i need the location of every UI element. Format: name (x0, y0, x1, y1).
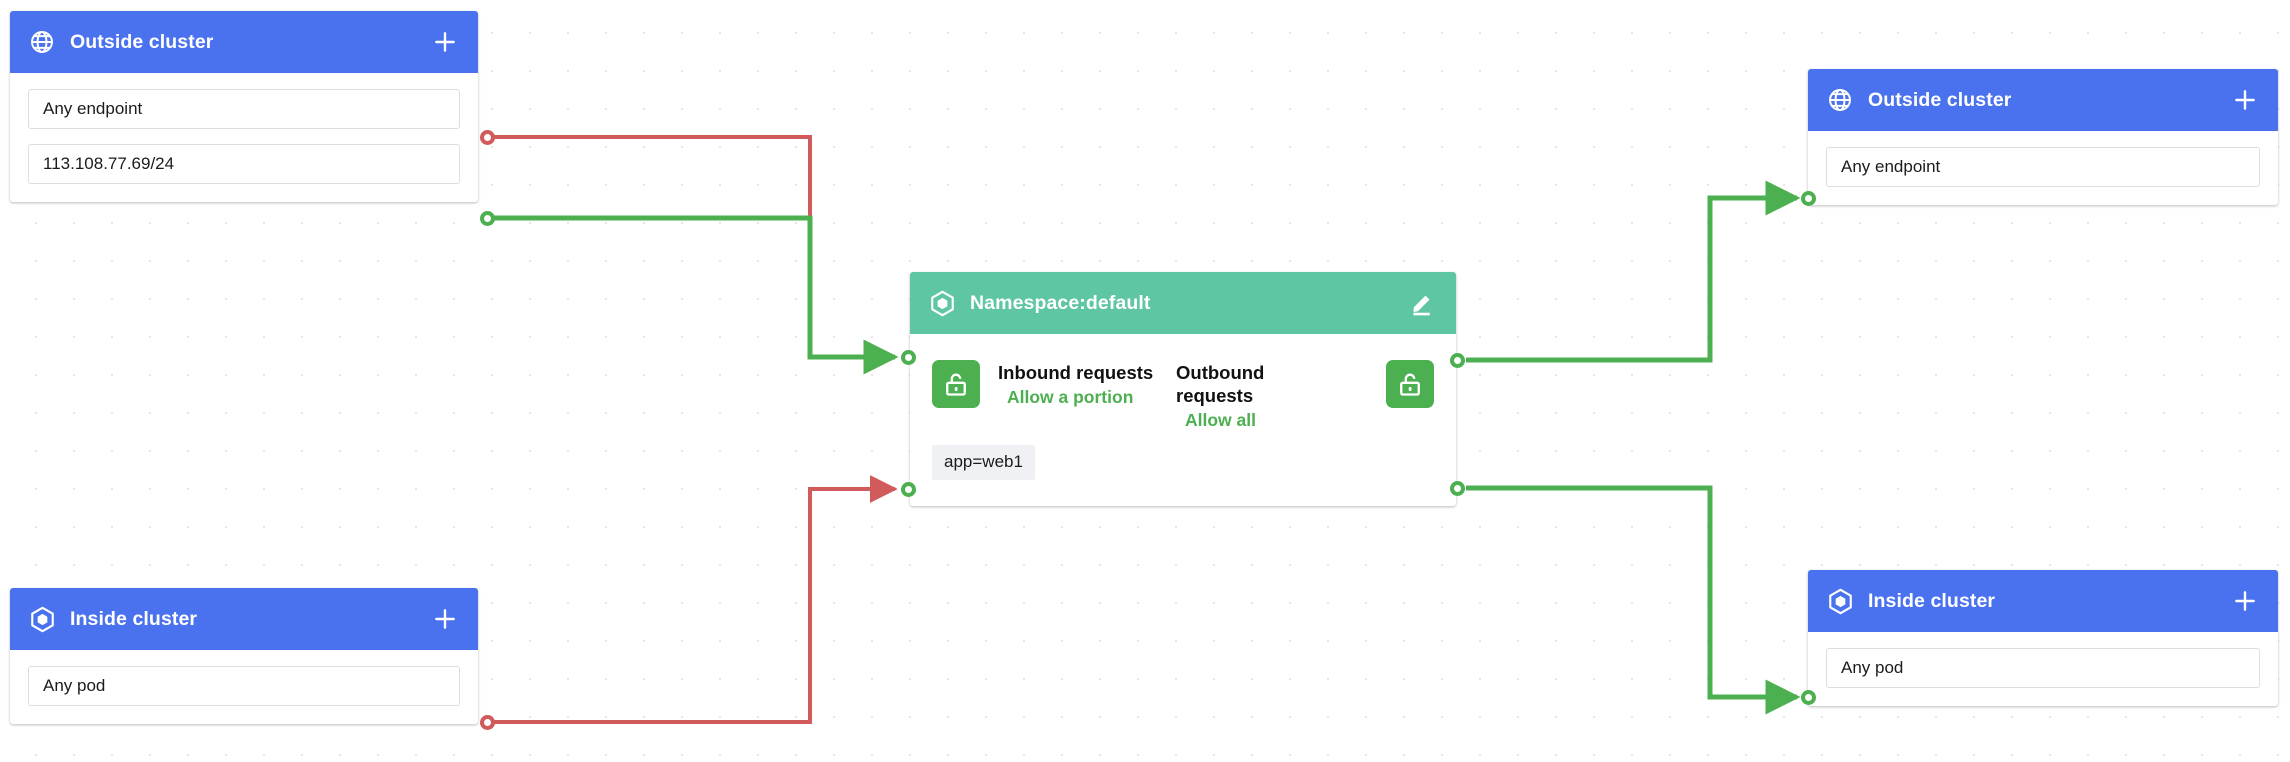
node-header: Outside cluster (10, 11, 478, 73)
inbound-status[interactable]: Allow a portion (1007, 387, 1134, 407)
add-pod-button[interactable] (430, 604, 460, 634)
inbound-rule: Inbound requests Allow a portion (998, 360, 1158, 408)
node-body: Any pod (1808, 632, 2278, 706)
endpoint-field-any[interactable]: Any endpoint (1826, 147, 2260, 187)
node-outside-cluster-target[interactable]: Outside cluster Any endpoint (1808, 69, 2278, 205)
inbound-label: Inbound requests (998, 362, 1154, 383)
node-inside-cluster-source[interactable]: Inside cluster Any pod (10, 588, 478, 724)
node-title: Inside cluster (70, 607, 198, 630)
node-body: Any endpoint 113.108.77.69/24 (10, 73, 478, 202)
port-inside-right-any-pod[interactable] (1801, 690, 1816, 705)
port-outside-left-cidr[interactable] (480, 211, 495, 226)
node-title: Namespace:default (970, 291, 1151, 314)
port-namespace-inbound-bottom[interactable] (901, 482, 916, 497)
node-title: Outside cluster (1868, 88, 2012, 111)
globe-icon (28, 28, 56, 56)
selector-chip-row: app=web1 (910, 431, 1456, 506)
node-namespace-default[interactable]: Namespace:default Inbound requests Allow… (910, 272, 1456, 506)
node-outside-cluster-source[interactable]: Outside cluster Any endpoint 113.108.77.… (10, 11, 478, 202)
namespace-body: Inbound requests Allow a portion Outboun… (910, 334, 1456, 506)
node-header: Outside cluster (1808, 69, 2278, 131)
hexagon-pod-icon (28, 605, 56, 633)
namespace-rules: Inbound requests Allow a portion Outboun… (910, 360, 1456, 431)
node-body: Any pod (10, 650, 478, 724)
hexagon-pod-icon (1826, 587, 1854, 615)
node-inside-cluster-target[interactable]: Inside cluster Any pod (1808, 570, 2278, 706)
outbound-label: Outbound requests (1176, 362, 1265, 406)
port-namespace-outbound-bottom[interactable] (1450, 481, 1465, 496)
globe-icon (1826, 86, 1854, 114)
port-inside-left-any-pod[interactable] (480, 715, 495, 730)
selector-chip[interactable]: app=web1 (932, 445, 1035, 480)
node-body: Any endpoint (1808, 131, 2278, 205)
endpoint-field-any-pod[interactable]: Any pod (1826, 648, 2260, 688)
outbound-rule: Outbound requests Allow all (1176, 360, 1326, 431)
port-outside-left-any-endpoint[interactable] (480, 130, 495, 145)
add-endpoint-button[interactable] (430, 27, 460, 57)
port-outside-right-any-endpoint[interactable] (1801, 191, 1816, 206)
outbound-status[interactable]: Allow all (1185, 410, 1256, 430)
endpoint-field-cidr[interactable]: 113.108.77.69/24 (28, 144, 460, 184)
node-title: Inside cluster (1868, 589, 1996, 612)
add-endpoint-button[interactable] (2230, 85, 2260, 115)
endpoint-field-any[interactable]: Any endpoint (28, 89, 460, 129)
port-namespace-inbound-top[interactable] (901, 350, 916, 365)
hexagon-pod-icon (928, 289, 956, 317)
pencil-edit-icon[interactable] (1408, 288, 1438, 318)
node-header: Inside cluster (1808, 570, 2278, 632)
inbound-unlocked-padlock-icon[interactable] (932, 360, 980, 408)
add-pod-button[interactable] (2230, 586, 2260, 616)
port-namespace-outbound-top[interactable] (1450, 353, 1465, 368)
node-header: Namespace:default (910, 272, 1456, 334)
outbound-unlocked-padlock-icon[interactable] (1386, 360, 1434, 408)
endpoint-field-any-pod[interactable]: Any pod (28, 666, 460, 706)
node-title: Outside cluster (70, 30, 214, 53)
node-header: Inside cluster (10, 588, 478, 650)
